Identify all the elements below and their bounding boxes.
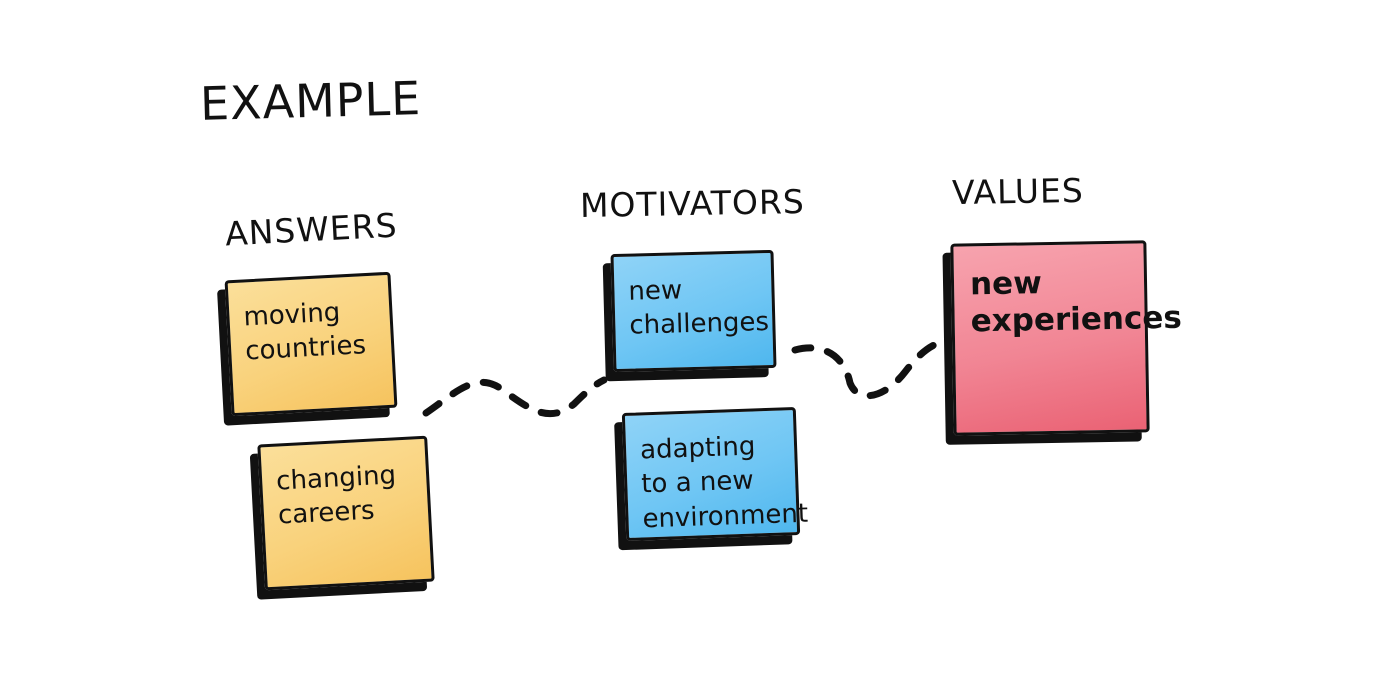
motivator-note-label: new challenges	[628, 275, 770, 341]
motivator-note-adapting: adapting to a new environment	[621, 407, 809, 541]
connector-motivators-to-values	[791, 338, 946, 400]
page-title: EXAMPLE	[199, 71, 422, 131]
value-note-new-experiences: new experiences	[950, 240, 1183, 436]
answer-note-changing-careers: changing careers	[257, 435, 435, 591]
answer-note-moving-countries: moving countries	[224, 271, 398, 417]
motivator-note-new-challenges: new challenges	[610, 249, 777, 373]
answer-note-label: moving countries	[242, 297, 367, 367]
column-heading-answers: ANSWERS	[224, 205, 399, 254]
column-heading-motivators: MOTIVATORS	[579, 182, 806, 225]
value-note-label: new experiences	[969, 265, 1183, 340]
answer-note-label: changing careers	[275, 460, 397, 531]
connector-answers-to-motivators	[422, 376, 608, 418]
motivator-note-label: adapting to a new environment	[639, 431, 809, 535]
column-heading-values: VALUES	[951, 170, 1085, 213]
